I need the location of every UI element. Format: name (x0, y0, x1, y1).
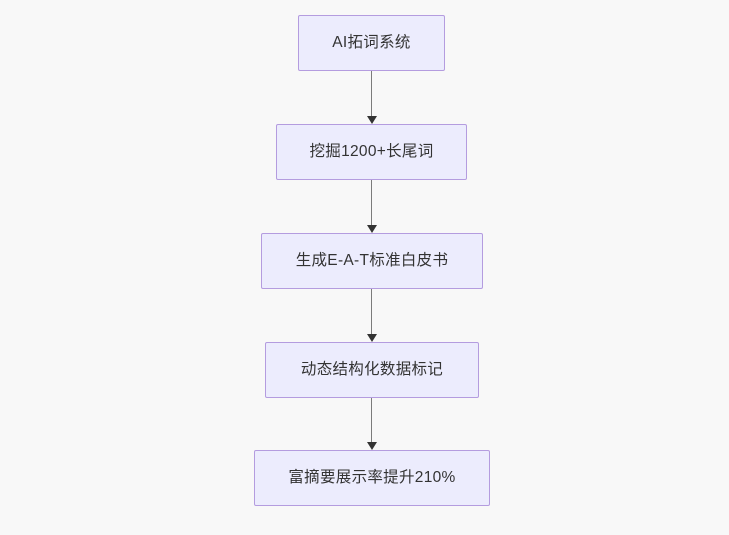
edge-line (370, 398, 373, 443)
flowchart-node-3[interactable]: 生成E-A-T标准白皮书 (261, 233, 483, 289)
edge-line (370, 71, 373, 117)
edge-node3-node4 (361, 289, 382, 342)
edge-node2-node3 (361, 180, 382, 233)
flowchart-node-4[interactable]: 动态结构化数据标记 (265, 342, 479, 398)
flowchart-node-label: 生成E-A-T标准白皮书 (295, 252, 449, 270)
arrowhead-icon (366, 116, 377, 124)
edge-node4-node5 (361, 398, 382, 450)
flowchart-node-label: 动态结构化数据标记 (300, 361, 444, 379)
edge-line (370, 289, 373, 335)
flowchart-node-label: 挖掘1200+长尾词 (309, 143, 434, 161)
edge-line (370, 180, 373, 226)
edge-node1-node2 (361, 71, 382, 124)
arrowhead-icon (366, 225, 377, 233)
flowchart-node-5[interactable]: 富摘要展示率提升210% (254, 450, 490, 506)
flowchart-node-label: 富摘要展示率提升210% (288, 469, 456, 487)
arrowhead-icon (366, 334, 377, 342)
flowchart-node-1[interactable]: AI拓词系统 (298, 15, 445, 71)
arrowhead-icon (366, 442, 377, 450)
flowchart-node-label: AI拓词系统 (332, 34, 411, 52)
flowchart-node-2[interactable]: 挖掘1200+长尾词 (276, 124, 467, 180)
